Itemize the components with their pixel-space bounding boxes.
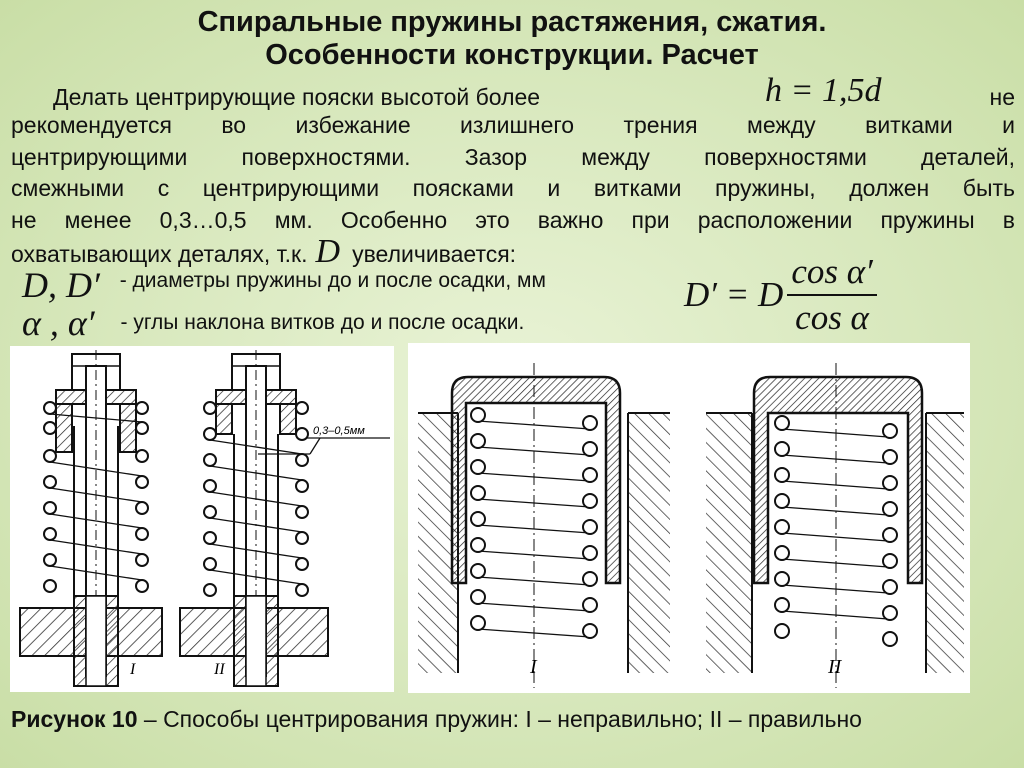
legend-alpha-text: - углы наклона витков до и после осадки. [120,311,525,334]
caption-number: Рисунок 10 [11,706,138,732]
figure-right: I II [408,343,970,693]
left-label-II: II [213,661,225,678]
para-line-4: смежными с центрирующими поясками и витк… [11,175,1015,201]
fraction-bar [787,294,877,296]
para-line-5: не менее 0,3…0,5 мм. Особенно это важно … [11,206,1015,233]
title-line-2: Особенности конструкции. Расчет [265,39,759,71]
formula-numerator: cos α′ [791,252,873,291]
right-label-II: II [827,656,843,678]
figure-left-drawing: I [19,350,390,687]
para-line-1-end: не [989,84,1016,110]
formula-fraction: cos α′ cos α [787,252,877,338]
symbol-D: D [315,233,341,270]
formula-denominator: cos α [795,298,869,337]
caption-text: – Способы центрирования пружин: I – непр… [137,706,862,732]
slide-title: Спиральные пружины растяжения, сжатия. О… [0,6,1024,72]
legend-d-text: - диаметры пружины до и после осадки, мм [119,269,546,292]
formula-d-prime: D′ = D cos α′ cos α [684,252,877,338]
figure-left: I [10,346,394,692]
para-line-2: рекомендуется во избежание излишнего тре… [11,112,1015,138]
main-paragraph: Делать центрирующие пояски высотой более… [11,74,1016,271]
legend-diameters: D, D′ - диаметры пружины до и после осад… [22,264,546,306]
legend-angles: α , α′ - углы наклона витков до и после … [22,302,524,344]
para-line-6-start: охватывающих деталях, т.к. [11,241,308,267]
formula-lhs: D′ = D [684,275,784,314]
legend-alpha-symbol: α , α′ [22,303,95,343]
legend-d-symbol: D, D′ [22,265,100,305]
para-line-6-end: увеличивается: [352,241,517,267]
right-label-I: I [529,656,538,678]
para-line-1-start: Делать центрирующие пояски высотой более [53,84,541,110]
title-line-1: Спиральные пружины растяжения, сжатия. [197,6,827,38]
dimension-label: 0,3–0,5мм [313,425,365,437]
formula-h: h = 1,5d [765,72,882,109]
figure-right-drawing: I II [418,363,964,688]
figure-caption: Рисунок 10 – Способы центрирования пружи… [11,704,1015,735]
para-line-3: центрирующими поверхностями. Зазор между… [11,143,1015,170]
left-label-I: I [129,661,136,678]
